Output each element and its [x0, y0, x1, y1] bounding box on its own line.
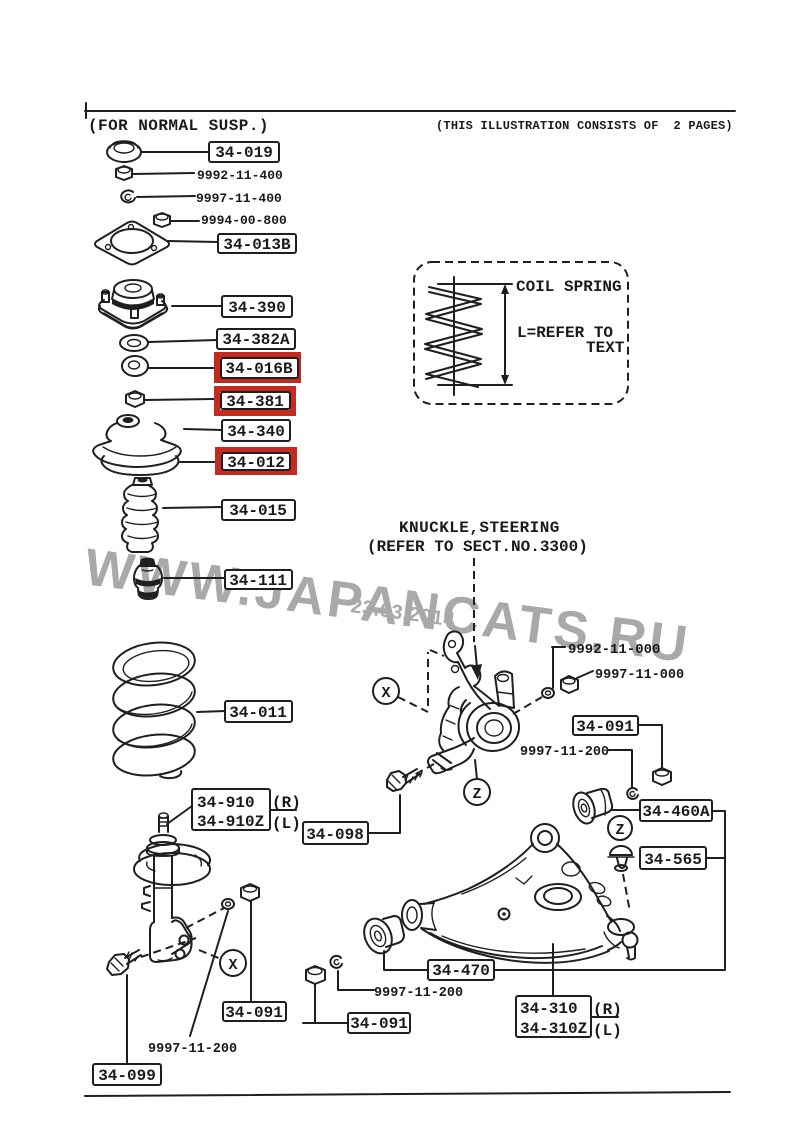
svg-text:X: X	[228, 957, 237, 974]
svg-text:9997-11-200: 9997-11-200	[374, 986, 463, 1001]
svg-text:34-019: 34-019	[215, 144, 273, 162]
svg-text:(L): (L)	[272, 815, 301, 833]
svg-text:(R): (R)	[272, 794, 301, 812]
svg-text:34-910: 34-910	[197, 794, 255, 812]
svg-text:34-091: 34-091	[350, 1015, 408, 1033]
svg-text:34-910Z: 34-910Z	[197, 813, 264, 831]
svg-text:34-340: 34-340	[227, 423, 285, 441]
svg-text:34-470: 34-470	[432, 962, 490, 980]
svg-text:Z: Z	[615, 822, 624, 839]
svg-text:L=REFER TO: L=REFER TO	[517, 324, 613, 342]
svg-text:34-091: 34-091	[576, 718, 634, 736]
svg-text:9994-00-800: 9994-00-800	[201, 213, 287, 228]
svg-text:(L): (L)	[593, 1022, 622, 1040]
svg-text:34-015: 34-015	[229, 502, 287, 520]
svg-text:34-310: 34-310	[520, 1000, 578, 1018]
svg-text:34-310Z: 34-310Z	[520, 1020, 587, 1038]
svg-text:34-460A: 34-460A	[642, 803, 710, 821]
svg-text:9997-11-200: 9997-11-200	[148, 1042, 237, 1057]
svg-text:34-382A: 34-382A	[222, 331, 290, 349]
svg-text:(THIS ILLUSTRATION CONSISTS OF: (THIS ILLUSTRATION CONSISTS OF 2 PAGES)	[436, 119, 733, 133]
svg-text:34-091: 34-091	[225, 1004, 283, 1022]
svg-text:34-012: 34-012	[227, 454, 285, 472]
svg-text:34-013B: 34-013B	[223, 236, 291, 254]
svg-text:34-390: 34-390	[228, 299, 286, 317]
svg-text:34-565: 34-565	[644, 851, 702, 869]
svg-text:9992-11-400: 9992-11-400	[197, 168, 283, 183]
svg-text:9997-11-200: 9997-11-200	[520, 745, 609, 760]
svg-text:34-016B: 34-016B	[225, 360, 293, 378]
svg-text:(REFER TO SECT.NO.3300): (REFER TO SECT.NO.3300)	[367, 538, 588, 556]
svg-text:9997-11-000: 9997-11-000	[595, 668, 684, 683]
svg-text:34-111: 34-111	[229, 572, 287, 590]
svg-text:(R): (R)	[593, 1001, 622, 1019]
svg-text:KNUCKLE,STEERING: KNUCKLE,STEERING	[399, 519, 560, 537]
svg-text:34-098: 34-098	[306, 826, 364, 844]
svg-text:TEXT: TEXT	[586, 339, 625, 357]
svg-text:9992-11-000: 9992-11-000	[568, 642, 660, 658]
svg-text:34-099: 34-099	[98, 1067, 156, 1085]
svg-text:Z: Z	[472, 786, 481, 803]
svg-text:34-381: 34-381	[226, 393, 284, 411]
svg-text:9997-11-400: 9997-11-400	[196, 191, 282, 206]
svg-text:34-011: 34-011	[229, 704, 287, 722]
svg-text:(FOR NORMAL SUSP.): (FOR NORMAL SUSP.)	[88, 117, 269, 135]
svg-text:COIL SPRING: COIL SPRING	[516, 278, 622, 296]
svg-text:X: X	[381, 685, 390, 702]
